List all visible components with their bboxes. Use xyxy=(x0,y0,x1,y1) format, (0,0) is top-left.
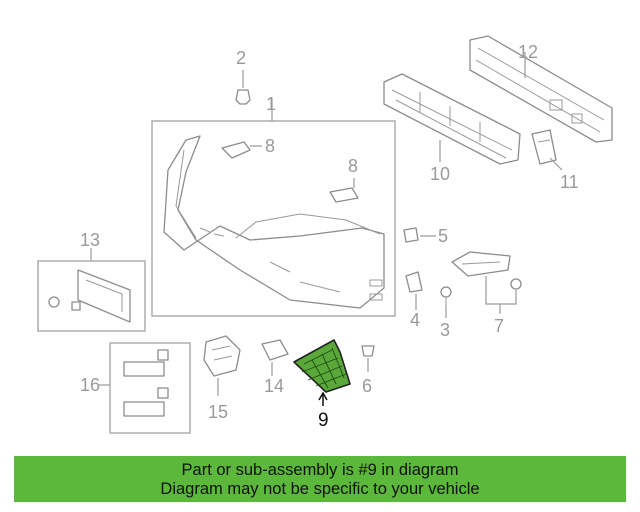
callout-5: 5 xyxy=(438,226,448,246)
part-7-bracket[interactable] xyxy=(451,251,522,290)
part-8-bracket-lower[interactable] xyxy=(329,187,359,203)
part-11-bracket[interactable] xyxy=(531,129,557,165)
callout-11: 11 xyxy=(560,172,579,192)
banner-line-2: Diagram may not be specific to your vehi… xyxy=(160,480,480,498)
part-15-sensor[interactable] xyxy=(203,335,241,377)
part-4-bracket[interactable] xyxy=(405,271,423,293)
part-1-bumper-cover[interactable] xyxy=(163,135,385,309)
callout-16: 16 xyxy=(80,375,100,395)
part-2-clip[interactable] xyxy=(235,89,251,105)
callout-8-lower: 8 xyxy=(348,156,358,176)
part-14-bracket[interactable] xyxy=(261,339,289,361)
banner-line-1: Part or sub-assembly is #9 in diagram xyxy=(181,461,459,479)
part-13-license-bracket[interactable] xyxy=(48,269,131,323)
callout-3: 3 xyxy=(440,320,450,340)
callout-4: 4 xyxy=(410,310,420,330)
parts-diagram: 12 10 11 2 1 8 8 5 xyxy=(37,35,613,434)
callout-6: 6 xyxy=(362,376,372,396)
part-16-frame xyxy=(109,342,191,434)
callout-7: 7 xyxy=(494,316,504,336)
callout-9: 9 xyxy=(318,410,329,431)
callout-14: 14 xyxy=(264,376,284,396)
part-16-reflectors[interactable] xyxy=(123,349,169,417)
info-banner: Part or sub-assembly is #9 in diagram Di… xyxy=(14,456,626,502)
part-5-clip[interactable] xyxy=(403,227,419,243)
callout-2: 2 xyxy=(236,48,246,68)
part-1-frame xyxy=(151,120,396,317)
callout-8-upper: 8 xyxy=(265,136,275,156)
part-12-bumper-reinforcement[interactable] xyxy=(469,35,613,143)
part-8-bracket-upper[interactable] xyxy=(221,141,251,159)
part-6-clip[interactable] xyxy=(361,345,375,357)
part-10-energy-absorber[interactable] xyxy=(383,73,521,165)
callout-12: 12 xyxy=(518,42,538,62)
callout-1: 1 xyxy=(266,94,276,114)
part-3-screw[interactable] xyxy=(440,286,452,306)
part-9-grille-highlighted[interactable] xyxy=(293,339,351,393)
callout-13: 13 xyxy=(80,230,100,250)
callout-15: 15 xyxy=(208,402,228,422)
callout-10: 10 xyxy=(430,164,450,184)
